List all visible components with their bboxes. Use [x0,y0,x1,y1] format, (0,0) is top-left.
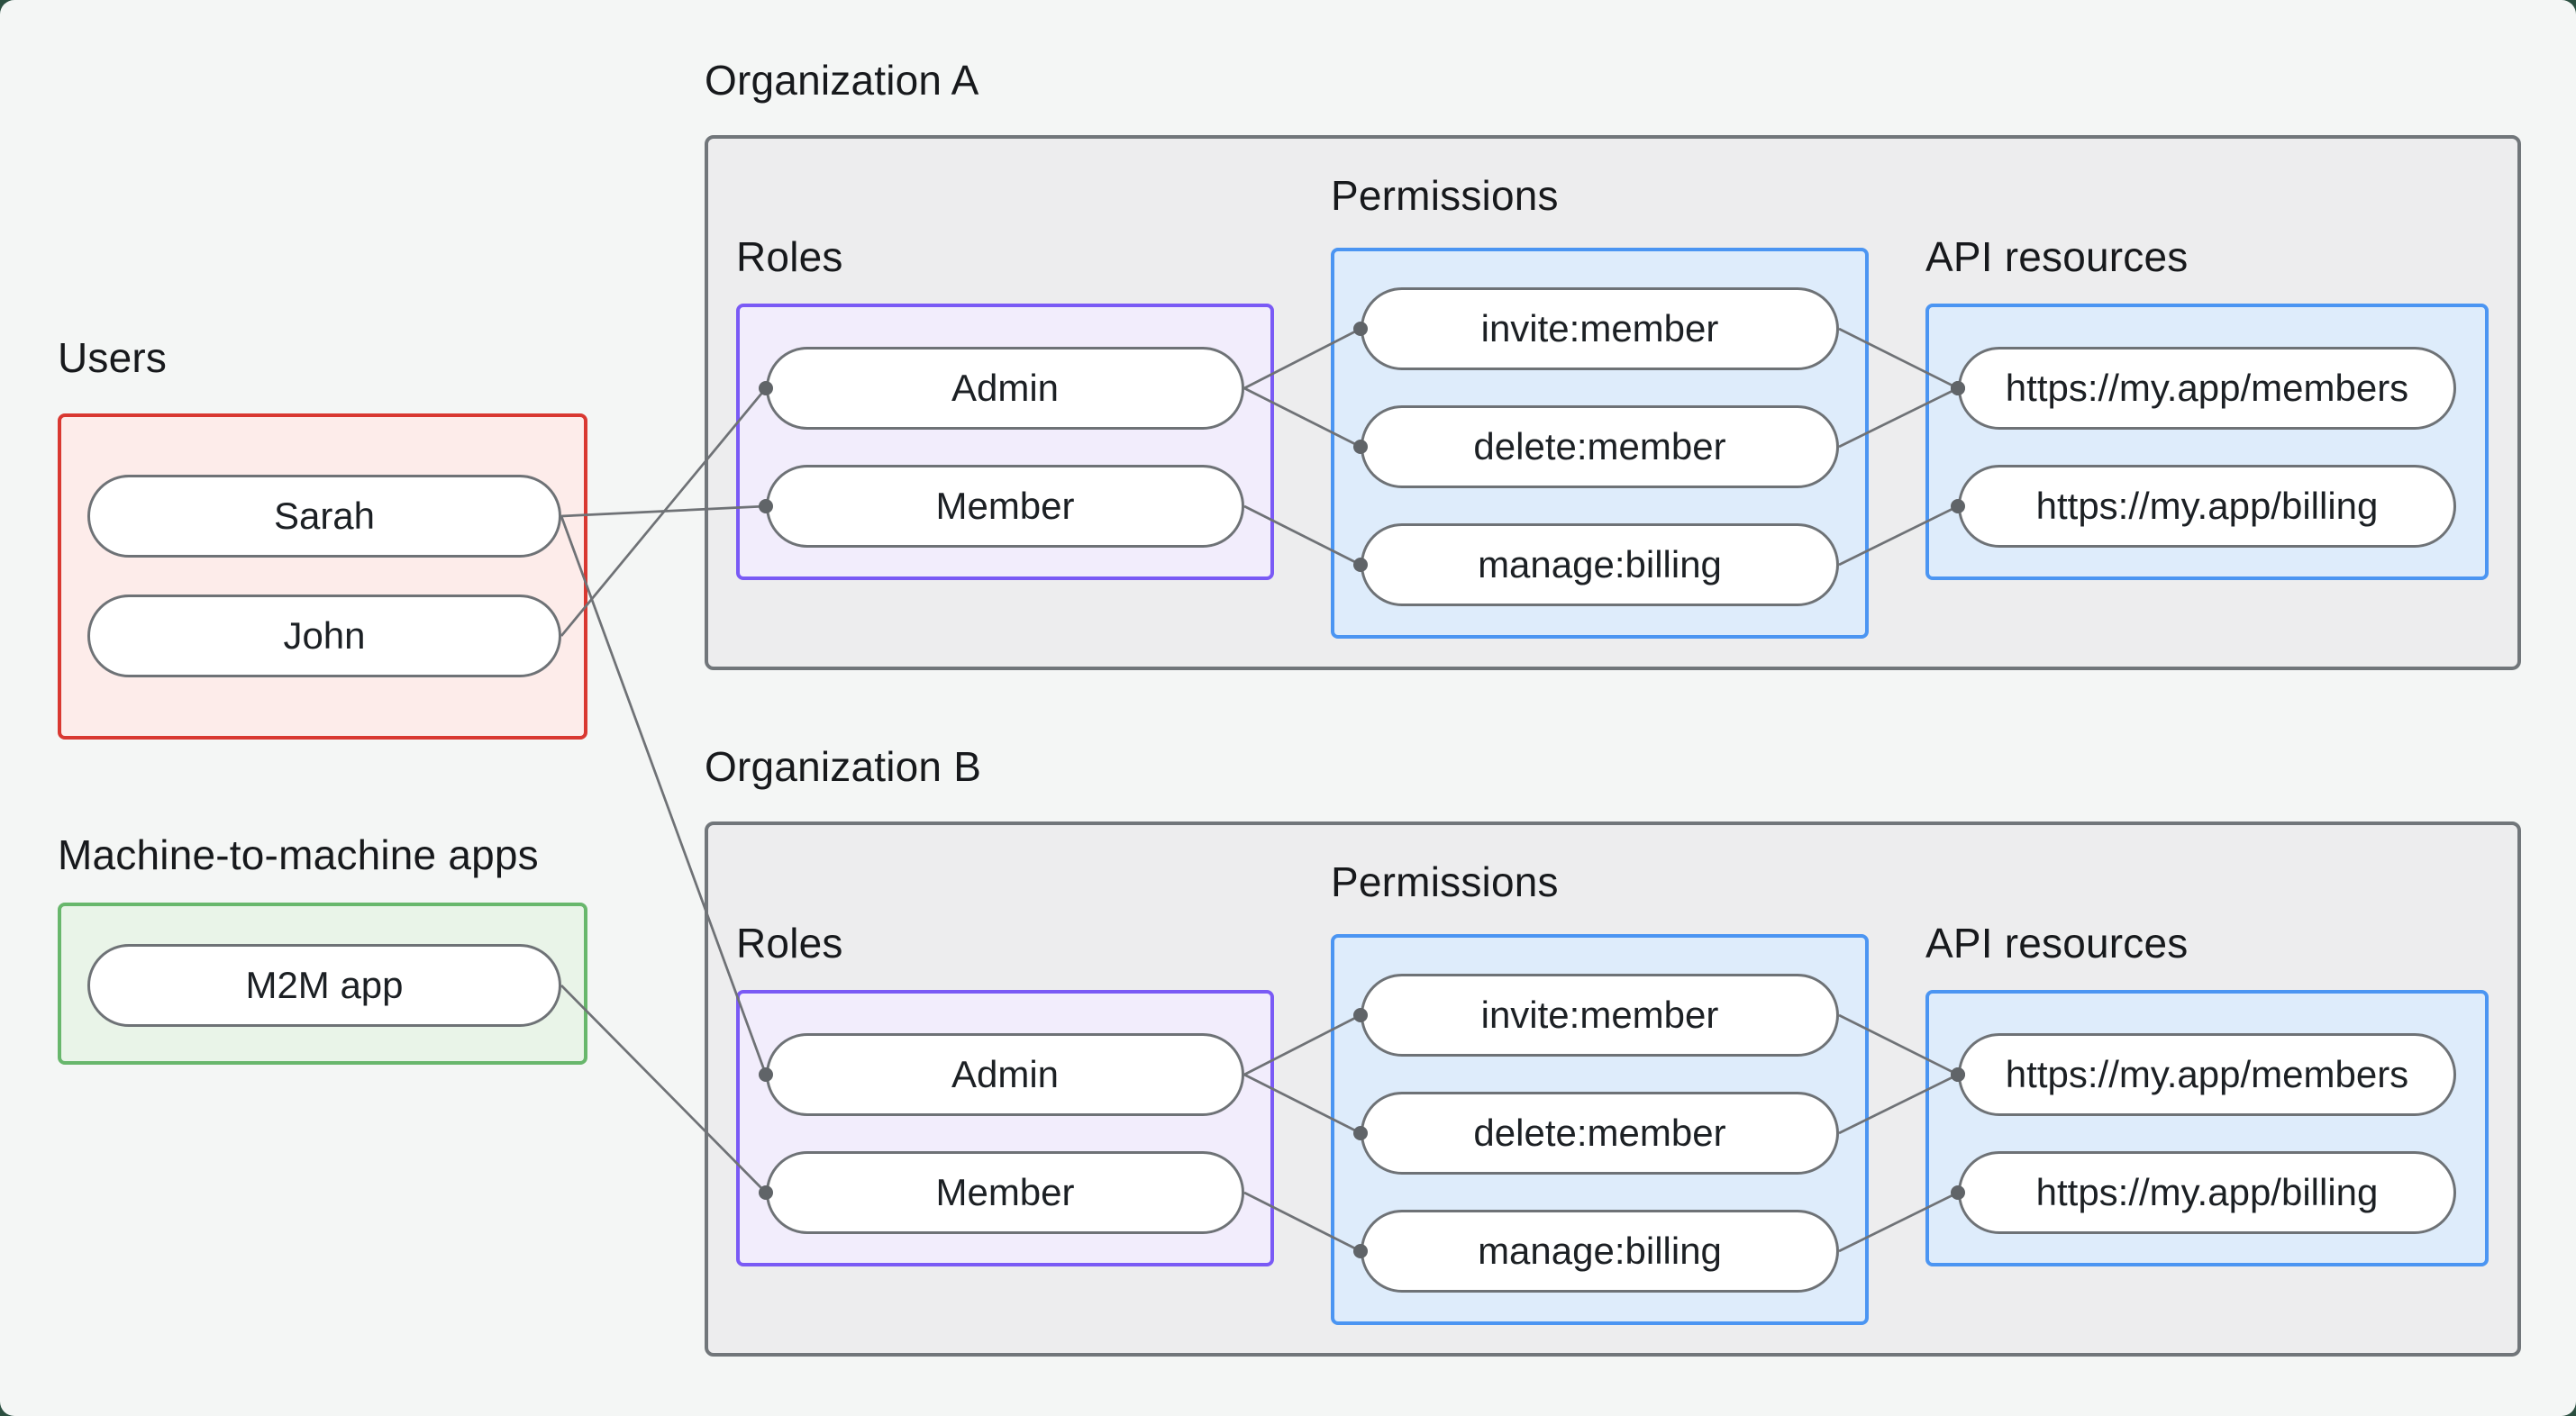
m2m-group-label: Machine-to-machine apps [58,831,539,878]
org-b-permission-delete-member-pill: delete:member [1361,1092,1839,1175]
org-a-permission-invite-member-pill: invite:member [1361,287,1839,370]
users-group-label: Users [58,334,168,381]
org-a-resource-billing-pill: https://my.app/billing [1958,465,2456,548]
org-b-role-admin-pill: Admin [766,1033,1244,1116]
org-b-role-member-pill: Member [766,1151,1244,1234]
org-a-permission-manage-billing-pill: manage:billing [1361,523,1839,606]
org-b-resource-billing-pill: https://my.app/billing [1958,1151,2456,1234]
org-a-role-admin-pill: Admin [766,347,1244,430]
org-a-api-resources-label: API resources [1925,233,2189,280]
org-b-title: Organization B [705,743,982,790]
user-john-pill: John [87,595,561,677]
org-a-permissions-label: Permissions [1331,172,1559,219]
org-b-resource-members-pill: https://my.app/members [1958,1033,2456,1116]
org-b-permissions-label: Permissions [1331,858,1559,905]
org-b-permission-manage-billing-pill: manage:billing [1361,1210,1839,1293]
org-a-resource-members-pill: https://my.app/members [1958,347,2456,430]
org-b-api-resources-label: API resources [1925,920,2189,967]
org-a-permission-delete-member-pill: delete:member [1361,405,1839,488]
org-b-permission-invite-member-pill: invite:member [1361,974,1839,1057]
user-sarah-pill: Sarah [87,475,561,558]
org-b-roles-label: Roles [736,920,843,967]
users-group-box [58,413,587,740]
org-a-title: Organization A [705,57,979,104]
m2m-app-pill: M2M app [87,944,561,1027]
org-a-role-member-pill: Member [766,465,1244,548]
org-a-roles-label: Roles [736,233,843,280]
